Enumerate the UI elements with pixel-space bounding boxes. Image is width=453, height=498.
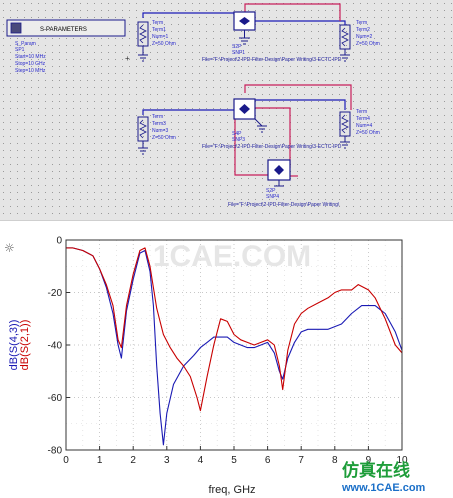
term-label: Num=3 <box>152 128 168 134</box>
x-tick-label: 10 <box>396 455 408 466</box>
term-label: Num=1 <box>152 34 168 40</box>
x-tick-label: 4 <box>198 455 204 466</box>
x-tick-label: 0 <box>63 455 69 466</box>
x-tick-labels: 0 1 2 3 4 5 6 7 8 9 10 <box>63 455 408 466</box>
x-tick-label: 1 <box>97 455 103 466</box>
y-axis-labels: dB(S(4,3))dB(S(2,1)) <box>8 320 31 371</box>
wire <box>244 84 352 110</box>
term-label: Term3 <box>152 121 166 127</box>
wire <box>255 20 346 25</box>
plot-panel[interactable]: 1CAE.COM 0 1 2 3 4 5 6 7 8 9 10 0 -20 -40 -60 -80 freq… <box>0 222 453 498</box>
marker-settings-icon[interactable]: ☼ <box>4 241 15 255</box>
y-tick-label: 0 <box>56 236 62 247</box>
sim-controller[interactable]: S-PARAMETERS S_Param SP1 Start=10 MHz St… <box>6 19 130 74</box>
snp-label: S4P <box>232 131 242 137</box>
y-tick-labels: 0 -20 -40 -60 -80 <box>48 236 63 457</box>
x-tick-label: 6 <box>265 455 271 466</box>
series-line-s21 <box>66 247 403 412</box>
term-label: Z=50 Ohm <box>152 135 176 141</box>
term-label: Term <box>356 20 367 26</box>
x-tick-label: 7 <box>298 455 304 466</box>
sim-box-title: S-PARAMETERS <box>40 27 87 33</box>
x-axis-label: freq, GHz <box>208 484 255 496</box>
snp-label: S2P <box>266 188 276 194</box>
x-tick-label: 3 <box>164 455 170 466</box>
wire <box>255 99 346 110</box>
snp3-component[interactable]: S4P SNP3 File="F:\Project\2-IPD-Filter-D… <box>202 98 342 150</box>
sim-line: SP1 <box>15 47 25 53</box>
term-label: Term4 <box>356 116 370 122</box>
y-tick-label: -20 <box>48 288 63 299</box>
y-axis-label: dB(S(4,3)) <box>8 320 20 371</box>
term4-component[interactable]: Term Term4 Num=4 Z=50 Ohm <box>339 109 380 149</box>
wire <box>142 12 235 18</box>
watermark-text: 1CAE.COM <box>153 240 311 273</box>
term-label: Num=4 <box>356 123 372 129</box>
sim-line: S_Param <box>15 41 36 47</box>
x-tick-label: 5 <box>231 455 237 466</box>
sim-line: Step=10 MHz <box>15 68 46 74</box>
wire <box>142 109 234 115</box>
chart[interactable]: 1CAE.COM 0 1 2 3 4 5 6 7 8 9 10 0 -20 -40 -60 -80 freq… <box>0 222 453 498</box>
term-label: Z=50 Ohm <box>152 41 176 47</box>
term-label: Term <box>356 109 367 115</box>
snp-label: SNP3 <box>232 137 245 143</box>
wire <box>234 118 268 176</box>
y-axis-label: dB(S(2,1)) <box>19 320 31 371</box>
wires-red <box>234 3 352 177</box>
snp4-component[interactable]: S2P SNP4 File="F:\Project\2-IPD-Filter-D… <box>228 159 340 208</box>
snp-label: SNP1 <box>232 50 245 56</box>
snp-file: File="F:\Project\2-IPD-Filter-Design\Pap… <box>202 57 342 63</box>
brand-url: www.1CAE.com <box>341 482 426 494</box>
crosshair-icon: + <box>125 54 130 63</box>
snp-label: SNP4 <box>266 194 279 200</box>
term3-component[interactable]: Term Term3 Num=3 Z=50 Ohm <box>137 114 176 155</box>
wire <box>255 107 291 168</box>
x-tick-label: 2 <box>130 455 136 466</box>
term1-component[interactable]: Term Term1 Num=1 Z=50 Ohm <box>137 20 176 62</box>
snp1-component[interactable]: S2P SNP1 File="F:\Project\2-IPD-Filter-D… <box>202 11 342 63</box>
term2-component[interactable]: Term Term2 Num=2 Z=50 Ohm <box>339 20 380 62</box>
brand-cn: 仿真在线 <box>342 460 410 480</box>
wire <box>244 3 341 21</box>
brand-logo: 仿真在线 www.1CAE.com <box>341 460 426 494</box>
term-label: Z=50 Ohm <box>356 41 380 47</box>
y-tick-label: -40 <box>48 341 63 352</box>
term-label: Num=2 <box>356 34 372 40</box>
term-label: Z=50 Ohm <box>356 130 380 136</box>
term-label: Term <box>152 20 163 26</box>
plot-frame <box>65 239 403 451</box>
sim-line: Stop=10 GHz <box>15 61 46 67</box>
snp-file: File="F:\Project\2-IPD-Filter-Design\Pap… <box>202 144 342 150</box>
snp-label: S2P <box>232 44 242 50</box>
watermark: 1CAE.COM <box>153 240 311 273</box>
y-tick-label: -60 <box>48 393 63 404</box>
term-label: Term <box>152 114 163 120</box>
snp-file: File="F:\Project\2-IPD-Filter-Design\Pap… <box>228 202 340 208</box>
plot-series <box>66 247 403 446</box>
schematic-canvas[interactable]: S-PARAMETERS S_Param SP1 Start=10 MHz St… <box>0 0 453 221</box>
svg-text:☼: ☼ <box>4 241 15 255</box>
sim-line: Start=10 MHz <box>15 54 46 60</box>
y-tick-label: -80 <box>48 446 63 457</box>
x-tick-label: 9 <box>366 455 372 466</box>
term-label: Term1 <box>152 27 166 33</box>
term-label: Term2 <box>356 27 370 33</box>
series-line-s43 <box>66 247 403 446</box>
x-tick-label: 8 <box>332 455 338 466</box>
